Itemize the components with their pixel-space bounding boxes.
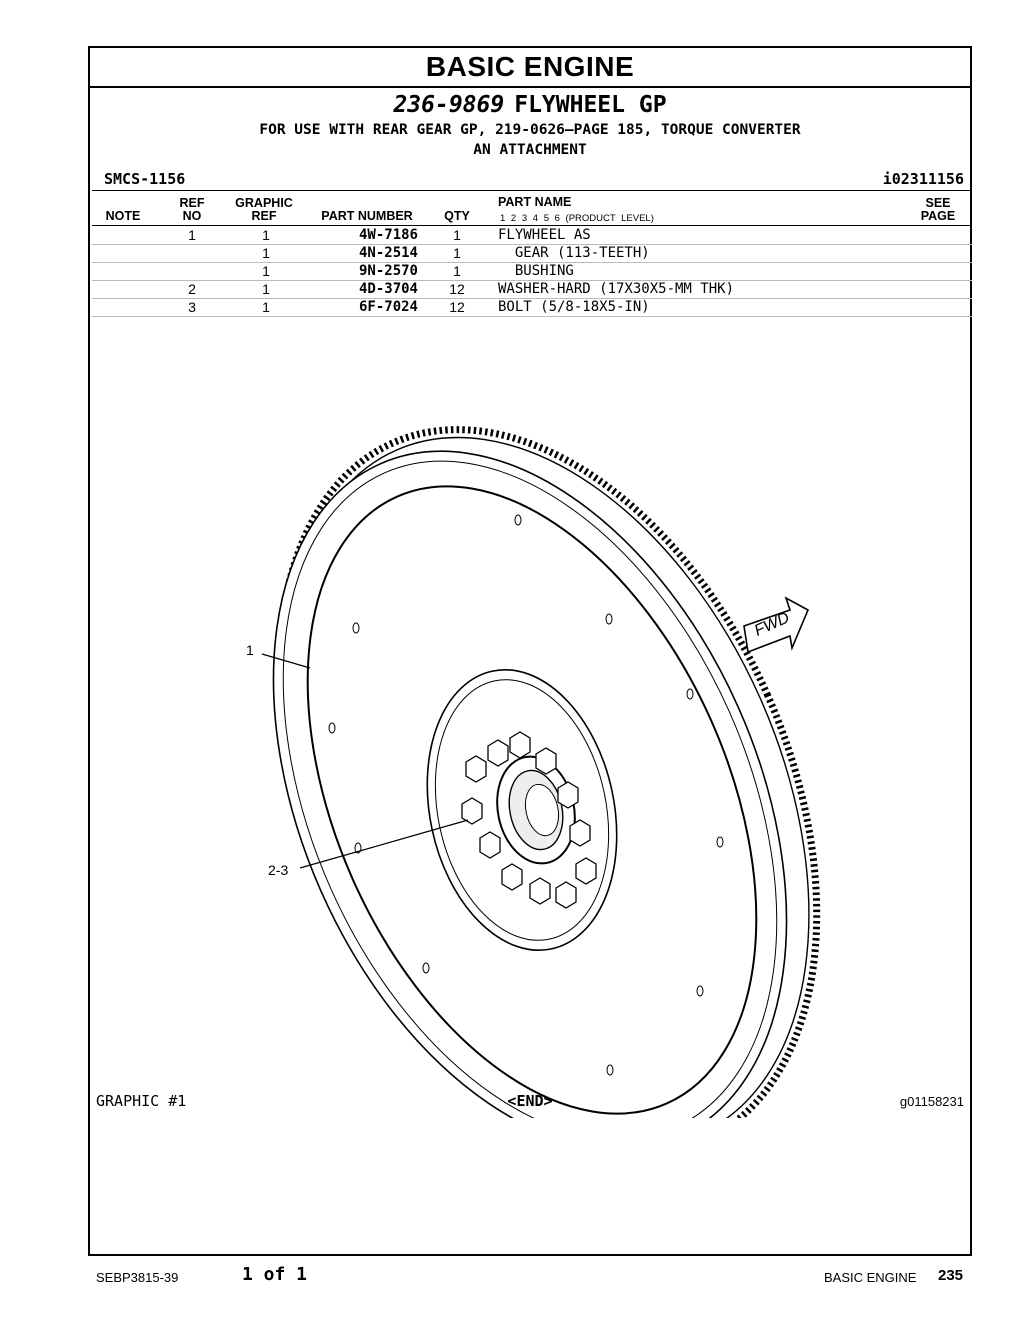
flywheel-bolts (461, 731, 597, 909)
col-header-ref-no-bottom: NO (182, 209, 202, 223)
col-header-part-number: PART NUMBER (321, 209, 413, 223)
col-header-graphic-ref-top: GRAPHIC (235, 196, 293, 210)
ref-no: 3 (188, 299, 196, 315)
table-row[interactable]: 2 1 4D-3704 12 WASHER-HARD (17X30X5-MM T… (90, 281, 970, 299)
col-header-part-name: PART NAME (498, 195, 572, 209)
col-header-see-page: SEE PAGE (910, 197, 966, 223)
graphic-ref: 1 (262, 245, 270, 261)
part-number[interactable]: 6F-7024 (358, 299, 418, 315)
fwd-arrow-icon (743, 596, 810, 654)
header-divider-bottom (92, 225, 972, 226)
header-divider-top (92, 190, 972, 191)
col-header-ref-no: REF NO (172, 197, 212, 223)
qty: 1 (453, 245, 461, 261)
part-number[interactable]: 4D-3704 (358, 281, 418, 297)
row-divider (92, 298, 972, 299)
flywheel-illustration: 1 2-3 FWD (90, 348, 970, 1158)
row-divider (92, 262, 972, 263)
row-divider (92, 244, 972, 245)
graphic-ref: 1 (262, 263, 270, 279)
group-subtitle-line2: AN ATTACHMENT (473, 142, 587, 158)
col-header-ref-no-top: REF (179, 196, 205, 210)
col-header-graphic-ref: GRAPHIC REF (226, 197, 302, 223)
group-name: FLYWHEEL GP (514, 92, 667, 118)
callout-leader-1 (261, 653, 311, 669)
col-header-graphic-ref-bottom: REF (251, 209, 277, 223)
part-name: BUSHING (498, 263, 574, 279)
ref-no: 1 (188, 227, 196, 243)
parts-page-frame: BASIC ENGINE 236-9869 FLYWHEEL GP FOR USE… (88, 46, 972, 1256)
graphic-id: g01158231 (899, 1094, 964, 1109)
part-number[interactable]: 9N-2570 (358, 263, 418, 279)
qty: 1 (453, 227, 461, 243)
callout-1: 1 (246, 642, 254, 658)
table-row[interactable]: 1 4N-2514 1 GEAR (113-TEETH) (90, 245, 970, 263)
part-number[interactable]: 4N-2514 (358, 245, 418, 261)
callout-leader-2-3 (299, 819, 469, 869)
ref-no: 2 (188, 281, 196, 297)
table-row[interactable]: 1 1 4W-7186 1 FLYWHEEL AS (90, 227, 970, 245)
flywheel-hub (426, 668, 618, 952)
part-name: GEAR (113-TEETH) (498, 245, 650, 261)
graphic-ref: 1 (262, 299, 270, 315)
part-name: FLYWHEEL AS (498, 227, 591, 243)
table-row[interactable]: 3 1 6F-7024 12 BOLT (5/8-18X5-IN) (90, 299, 970, 317)
graphic-ref: 1 (262, 281, 270, 297)
group-title: 236-9869 FLYWHEEL GP (90, 92, 970, 118)
page-number: 235 (938, 1267, 964, 1284)
part-name: BOLT (5/8-18X5-IN) (498, 299, 650, 315)
doc-number: SEBP3815-39 (96, 1270, 179, 1285)
qty: 12 (449, 281, 465, 297)
col-header-qty: QTY (444, 209, 470, 223)
col-header-product-levels: 1 2 3 4 5 6 (PRODUCT LEVEL) (500, 213, 654, 224)
col-header-see-page-top: SEE (925, 196, 951, 210)
callout-2-3: 2-3 (268, 862, 289, 878)
col-header-note: NOTE (105, 209, 141, 223)
section-title: BASIC ENGINE (90, 48, 970, 88)
group-subtitle-line1: FOR USE WITH REAR GEAR GP, 219-0626—PAGE… (259, 122, 801, 138)
page-of: 1 of 1 (242, 1264, 308, 1285)
part-number[interactable]: 4W-7186 (358, 227, 418, 243)
row-divider (92, 280, 972, 281)
part-name: WASHER-HARD (17X30X5-MM THK) (498, 281, 735, 297)
graphic-ref: 1 (262, 227, 270, 243)
col-header-see-page-bottom: PAGE (920, 209, 956, 223)
table-row[interactable]: 1 9N-2570 1 BUSHING (90, 263, 970, 281)
qty: 1 (453, 263, 461, 279)
illustration-id: i02311156 (882, 170, 964, 188)
end-marker: <END> (507, 1092, 553, 1110)
footer-section: BASIC ENGINE (824, 1270, 917, 1285)
smcs-code: SMCS-1156 (104, 170, 186, 188)
flywheel-drawing (261, 426, 821, 1158)
group-number[interactable]: 236-9869 (393, 92, 505, 118)
graphic-label: GRAPHIC #1 (96, 1092, 187, 1110)
qty: 12 (449, 299, 465, 315)
row-divider (92, 316, 972, 317)
